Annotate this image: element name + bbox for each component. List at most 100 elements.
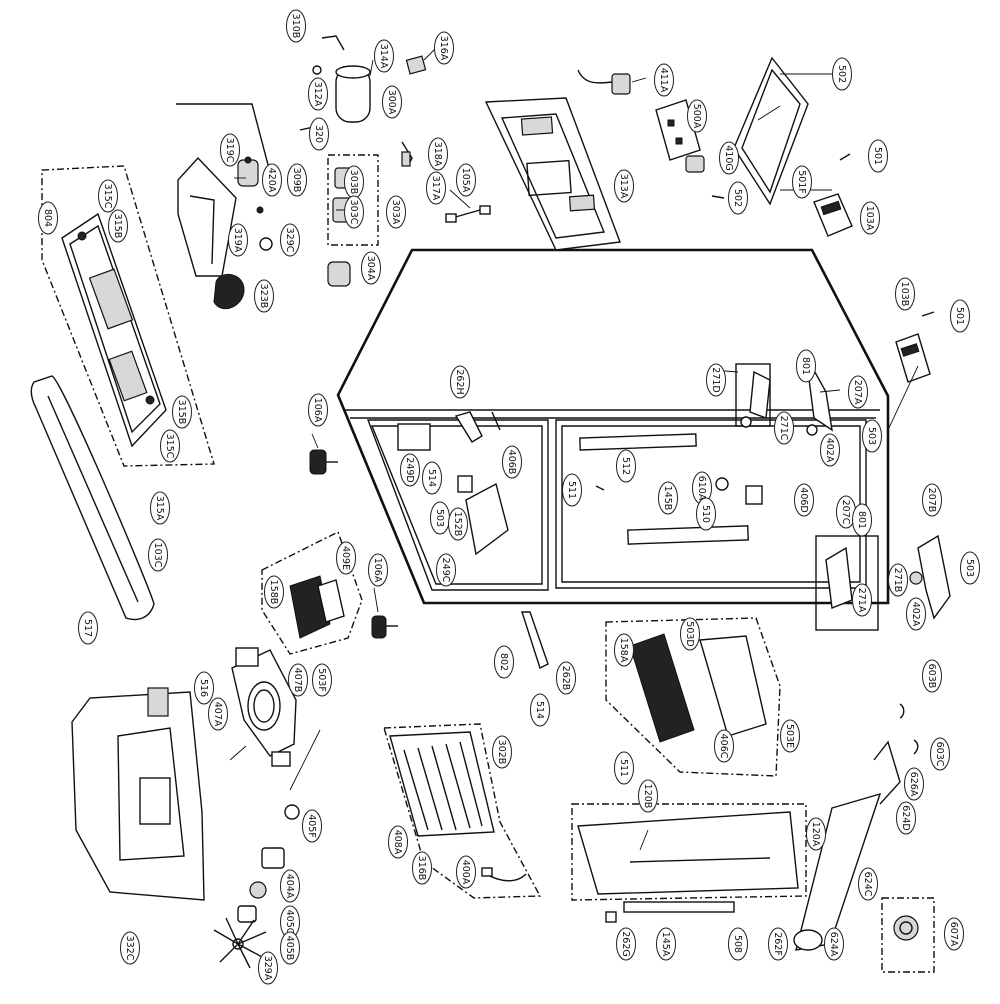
callout-label: 304A [365,256,376,281]
callout-249c: 249C [436,553,456,587]
callout-315b: 315B [172,395,192,429]
callout-bubble [302,809,322,843]
water-tube-624 [793,703,919,951]
callout-label: 319C [224,138,235,163]
callout-402a: 402A [820,433,840,467]
callout-405b: 405B [280,931,300,965]
callout-label: 402A [910,602,921,627]
callout-label: 103B [899,282,910,307]
callout-label: 624D [900,805,911,830]
callout-bubble [530,693,550,727]
callout-145a: 145A [656,927,676,961]
callout-bubble [638,779,658,813]
callout-bubble [386,195,406,229]
callout-label: 120B [642,784,653,809]
callout-label: 303A [390,200,401,225]
callout-bubble [728,181,748,215]
callout-label: 262F [772,932,783,956]
callout-bubble [888,563,908,597]
callout-bubble [228,223,248,257]
callout-bubble [412,851,432,885]
callout-bubble [614,169,634,203]
callout-406c: 406C [714,729,734,763]
callout-607a: 607A [944,917,964,951]
callout-405f: 405F [302,809,322,843]
callout-bubble [220,133,240,167]
callout-label: 332C [124,936,135,961]
callout-271a: 271A [852,583,872,617]
callout-label: 319A [232,228,243,253]
callout-503: 503 [960,551,980,585]
callout-bubble [774,411,794,445]
callout-511: 511 [562,473,582,507]
hinge-group-lower [815,534,951,631]
callout-label: 610A [696,476,707,501]
callout-502: 502 [832,57,852,91]
callout-label: 501F [796,170,807,194]
callout-503f: 503F [312,663,332,697]
callout-bubble [160,429,180,463]
callout-label: 158A [618,638,629,663]
callout-624c: 624C [858,867,878,901]
callout-label: 404A [284,874,295,899]
callout-320: 320 [309,117,329,151]
callout-bubble [616,927,636,961]
callout-bubble [562,473,582,507]
callout-317a: 317A [426,171,446,205]
callout-label: 516 [198,679,209,697]
callout-bubble [862,419,882,453]
callout-106a: 106A [308,393,328,427]
callout-120a: 120A [806,817,826,851]
callout-label: 318A [432,142,443,167]
callout-bubble [868,139,888,173]
callout-label: 316A [438,36,449,61]
callout-bubble [456,855,476,889]
callout-bubble [286,9,306,43]
callout-329c: 329C [280,223,300,257]
callout-label: 624A [828,932,839,957]
callout-label: 406D [798,487,809,512]
callout-bubble [361,251,381,285]
callout-bubble [680,617,700,651]
callout-label: 408A [392,830,403,855]
callout-bubble [832,57,852,91]
callout-label: 514 [534,701,545,719]
callout-314a: 314A [374,39,394,73]
callout-316a: 316A [434,31,454,65]
callout-label: 514 [426,469,437,487]
callout-411a: 411A [654,63,674,97]
callout-408a: 408A [388,825,408,859]
callout-label: 407A [212,702,223,727]
callout-500a: 500A [687,99,707,133]
callout-315c: 315C [160,429,180,463]
callout-bubble [262,163,282,197]
callout-bubble [556,661,576,695]
callout-label: 801 [800,357,811,375]
callout-bubble [428,137,448,171]
callout-label: 315C [164,434,175,459]
callout-bubble [614,633,634,667]
callout-label: 310B [290,14,301,39]
callout-bubble [336,541,356,575]
callout-bubble [492,735,512,769]
callout-label: 802 [498,653,509,671]
callout-bubble [388,825,408,859]
leader-lines [229,47,919,851]
callout-603c: 603C [930,737,950,771]
callout-420a: 420A [262,163,282,197]
callout-610a: 610A [692,471,712,505]
callout-bubble [922,659,942,693]
callout-bubble [852,583,872,617]
callout-262b: 262B [556,661,576,695]
callout-bubble [448,507,468,541]
callout-label: 502 [732,189,743,207]
pcb-group [577,56,935,383]
callout-bubble [287,163,307,197]
callout-514: 514 [422,461,442,495]
callout-label: 502 [836,65,847,83]
tray-120A [571,803,807,923]
callout-bubble [400,453,420,487]
callout-label: 152B [452,512,463,537]
handle-103C [30,375,155,621]
